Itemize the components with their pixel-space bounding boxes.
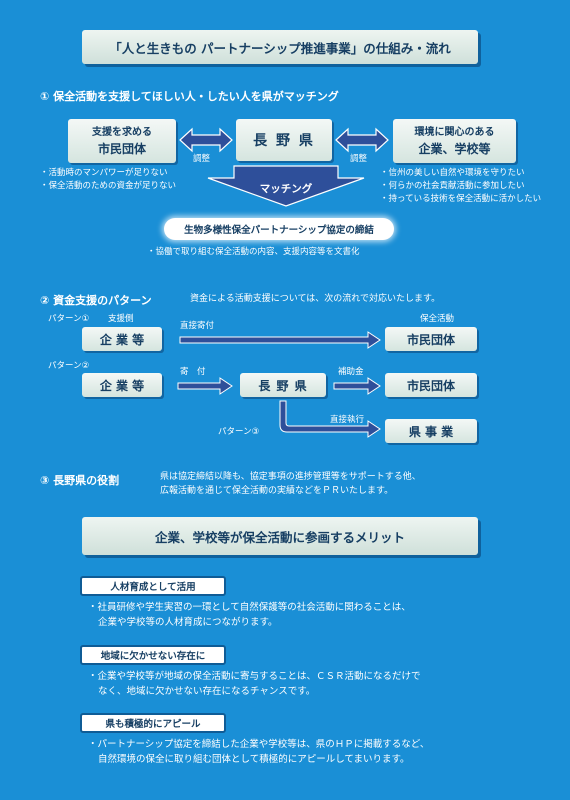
agreement-note: ・協働で取り組む保全活動の内容、支援内容等を文書化 bbox=[147, 247, 360, 257]
merit-line: ・企業や学校等が地域の保全活動に寄与することは、ＣＳＲ活動になるだけで bbox=[88, 671, 421, 682]
arrow-direct-exec bbox=[279, 400, 381, 438]
merit-banner: 企業、学校等が保全活動に参画するメリット bbox=[82, 517, 478, 555]
supporter-side-label: 支援側 bbox=[108, 314, 134, 324]
merit-tag-appeal-label: 県も積極的にアピール bbox=[105, 719, 201, 730]
right-need-item: ・持っている技術を保全活動に活かしたい bbox=[380, 194, 542, 204]
civic-group-box: 支援を求める 市民団体 bbox=[68, 119, 176, 163]
civic-box-p1: 市民団体 bbox=[385, 327, 477, 351]
prefecture-box: 長 野 県 bbox=[236, 119, 332, 161]
section3-heading: ③ 長野県の役割 bbox=[40, 474, 120, 487]
merit-line: 企業や学校等の人材育成につながります。 bbox=[98, 617, 278, 628]
right-need-item: ・何らかの社会貢献活動に参加したい bbox=[380, 181, 525, 191]
merit-banner-title: 企業、学校等が保全活動に参画するメリット bbox=[154, 529, 405, 545]
direct-donation-label: 直接寄付 bbox=[180, 321, 215, 331]
section3-text: 県は協定締結以降も、協定事項の進捗管理等をサポートする他、 広報活動を通じて保全… bbox=[160, 470, 421, 498]
left-needs-list: ・活動時のマンパワーが足りない ・保全活動のための資金が足りない bbox=[40, 167, 176, 193]
merit-line: ・社員研修や学生実習の一環として自然保護等の社会活動に関わることは、 bbox=[88, 602, 411, 613]
right-need-item: ・信州の美しい自然や環境を守りたい bbox=[380, 168, 525, 178]
pref-project-box: 県 事 業 bbox=[385, 419, 477, 443]
double-arrow-right bbox=[335, 127, 389, 153]
activity-side-label: 保全活動 bbox=[420, 314, 455, 324]
civic-box-p2-label: 市民団体 bbox=[406, 378, 455, 393]
company-school-box: 環境に関心のある 企業、学校等 bbox=[393, 119, 516, 163]
civic-box-p1-label: 市民団体 bbox=[406, 332, 455, 347]
left-need-item: ・保全活動のための資金が足りない bbox=[40, 181, 177, 191]
pref-project-label: 県 事 業 bbox=[408, 424, 454, 439]
civic-box-p2: 市民団体 bbox=[385, 373, 477, 397]
subsidy-label: 補助金 bbox=[338, 367, 364, 377]
merit-tag-appeal: 県も積極的にアピール bbox=[80, 713, 226, 733]
direct-exec-label: 直接執行 bbox=[330, 415, 365, 425]
merit-tag-community: 地域に欠かせない存在に bbox=[80, 645, 226, 665]
section1-heading: ① 保全活動を支援してほしい人・したい人を県がマッチング bbox=[40, 90, 339, 103]
matching-arrow bbox=[207, 165, 365, 207]
right-needs-list: ・信州の美しい自然や環境を守りたい ・何らかの社会貢献活動に参加したい ・持って… bbox=[380, 167, 541, 206]
prefecture-box-label: 長 野 県 bbox=[253, 133, 315, 149]
title-banner: 「人と生きもの パートナーシップ推進事業」の仕組み・流れ bbox=[82, 30, 478, 64]
prefecture-box-p2-label: 長 野 県 bbox=[258, 378, 308, 393]
civic-group-box-line1: 支援を求める bbox=[92, 127, 152, 138]
double-arrow-left bbox=[179, 127, 233, 153]
adjust-label-left: 調整 bbox=[193, 154, 211, 164]
prefecture-box-p2: 長 野 県 bbox=[240, 373, 326, 397]
company-box-p1-label: 企 業 等 bbox=[99, 332, 145, 347]
company-school-box-line1: 環境に関心のある bbox=[414, 127, 495, 138]
merit-tag-hr: 人材育成として活用 bbox=[80, 576, 226, 596]
section2-heading: ② 資金支援のパターン bbox=[40, 294, 152, 307]
merit-line: ・パートナーシップ協定を締結した企業や学校等は、県のＨＰに掲載するなど、 bbox=[88, 739, 430, 750]
merit-line: 自然環境の保全に取り組む団体として積極的にアピールしてまいります。 bbox=[98, 754, 410, 765]
donation-label: 寄 付 bbox=[180, 367, 206, 377]
section3-line: 広報活動を通じて保全活動の実績などをＰＲいたします。 bbox=[160, 486, 394, 496]
arrow-donation bbox=[177, 377, 233, 395]
merit-text-appeal: ・パートナーシップ協定を締結した企業や学校等は、県のＨＰに掲載するなど、 自然環… bbox=[88, 737, 429, 767]
merit-text-community: ・企業や学校等が地域の保全活動に寄与することは、ＣＳＲ活動になるだけで なく、地… bbox=[88, 669, 421, 699]
company-school-box-line2: 企業、学校等 bbox=[418, 142, 491, 156]
company-box-p2-label: 企 業 等 bbox=[99, 378, 145, 393]
arrow-subsidy bbox=[333, 377, 381, 395]
merit-tag-hr-label: 人材育成として活用 bbox=[110, 582, 196, 593]
civic-group-box-line2: 市民団体 bbox=[97, 142, 146, 156]
pattern2-label: パターン② bbox=[48, 361, 90, 371]
pattern3-label: パターン③ bbox=[218, 427, 260, 437]
section3-line: 県は協定締結以降も、協定事項の進捗管理等をサポートする他、 bbox=[160, 472, 421, 482]
agreement-badge: 生物多様性保全パートナーシップ協定の締結 bbox=[164, 218, 394, 240]
matching-label: マッチング bbox=[259, 183, 313, 195]
company-box-p1: 企 業 等 bbox=[82, 327, 162, 351]
left-need-item: ・活動時のマンパワーが足りない bbox=[40, 168, 168, 178]
company-box-p2: 企 業 等 bbox=[82, 373, 162, 397]
adjust-label-right: 調整 bbox=[350, 154, 368, 164]
pattern1-label: パターン① bbox=[48, 314, 90, 324]
merit-tag-community-label: 地域に欠かせない存在に bbox=[100, 651, 206, 662]
page-title: 「人と生きもの パートナーシップ推進事業」の仕組み・流れ bbox=[109, 40, 451, 56]
merit-line: なく、地域に欠かせない存在になるチャンスです。 bbox=[98, 686, 316, 697]
arrow-direct-donation bbox=[179, 331, 381, 349]
merit-text-hr: ・社員研修や学生実習の一環として自然保護等の社会活動に関わることは、 企業や学校… bbox=[88, 600, 411, 630]
agreement-label: 生物多様性保全パートナーシップ協定の締結 bbox=[184, 225, 374, 236]
section2-intro: 資金による活動支援については、次の流れで対応いたします。 bbox=[190, 294, 441, 304]
